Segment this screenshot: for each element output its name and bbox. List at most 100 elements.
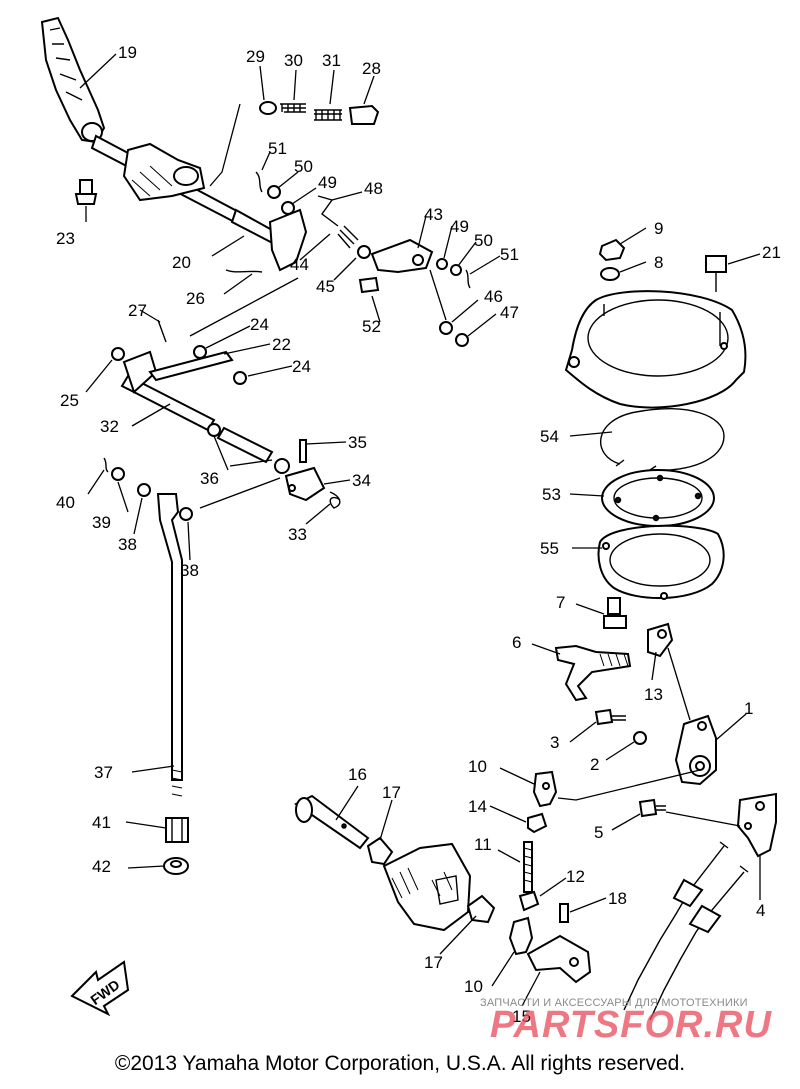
part-label-12: 12	[566, 867, 585, 886]
part-label-29: 29	[246, 47, 265, 66]
washer-8	[600, 267, 620, 281]
part-label-3: 3	[550, 733, 559, 752]
watermark-subtitle: ЗАПЧАСТИ И АКСЕССУАРЫ ДЛЯ МОТОТЕХНИКИ	[480, 997, 748, 1009]
part-label-27: 27	[128, 301, 147, 320]
nut-14	[527, 812, 548, 834]
part-label-42: 42	[92, 857, 111, 876]
part-label-13: 13	[644, 685, 663, 704]
part-label-21: 21	[762, 243, 781, 262]
part-label-38-right: 38	[180, 561, 199, 580]
part-label-23: 23	[56, 229, 75, 248]
watermark-brand: PARTSFOR.RU	[490, 1004, 772, 1046]
part-label-30: 30	[284, 51, 303, 70]
part-label-46: 46	[484, 287, 503, 306]
pin-18	[559, 903, 569, 923]
part-label-15: 15	[512, 1007, 531, 1026]
part-label-4: 4	[756, 901, 765, 920]
part-label-11: 11	[474, 835, 492, 854]
part-label-14: 14	[468, 797, 487, 816]
part-label-48: 48	[364, 179, 383, 198]
leader-lines	[79, 53, 761, 1007]
part-label-5: 5	[594, 823, 603, 842]
part-label-17-lower: 17	[424, 953, 443, 972]
linkage-34	[207, 423, 341, 509]
lever-1	[674, 714, 717, 786]
fwd-arrow-icon: FWD	[70, 960, 130, 1017]
part-label-35: 35	[348, 433, 367, 452]
part-label-31: 31	[322, 51, 341, 70]
part-label-43: 43	[424, 205, 443, 224]
part-label-20: 20	[172, 253, 191, 272]
lever-15	[526, 934, 592, 984]
part-label-39: 39	[92, 513, 111, 532]
part-label-25: 25	[60, 391, 79, 410]
nut-12	[518, 890, 540, 912]
rod-6	[554, 644, 632, 702]
clip-13	[647, 622, 674, 658]
part-label-7: 7	[556, 593, 565, 612]
bolt-21	[705, 255, 727, 292]
link-10-lower	[508, 916, 534, 956]
part-label-9: 9	[654, 219, 663, 238]
part-label-40: 40	[56, 493, 75, 512]
stud-11	[523, 841, 533, 893]
part-label-26: 26	[186, 289, 205, 308]
bracket-4	[736, 792, 777, 858]
part-label-37: 37	[94, 763, 113, 782]
link-parts-upper	[225, 171, 471, 347]
housing-ring	[564, 290, 747, 409]
shaft-16	[294, 794, 370, 850]
part-label-33: 33	[288, 525, 307, 544]
part-label-53: 53	[542, 485, 561, 504]
part-label-32: 32	[100, 417, 119, 436]
part-label-44: 44	[290, 255, 309, 274]
part-label-49-upper: 49	[318, 173, 337, 192]
parts-28-31	[259, 101, 380, 125]
part-label-41: 41	[92, 813, 111, 832]
part-label-51-upper: 51	[268, 139, 287, 158]
copyright-notice: ©2013 Yamaha Motor Corporation, U.S.A. A…	[114, 1052, 686, 1075]
link-10-upper	[532, 770, 558, 808]
part-label-45: 45	[316, 277, 335, 296]
part-label-10-lower: 10	[464, 977, 483, 996]
washer-42	[163, 857, 189, 875]
nut-9	[598, 238, 626, 262]
nut-41	[165, 817, 189, 843]
part-label-38-left: 38	[118, 535, 137, 554]
bolt-5	[638, 798, 666, 818]
part-label-36: 36	[200, 469, 219, 488]
plate-55	[597, 524, 725, 600]
lever-arm-19	[40, 16, 106, 144]
bolt-7	[603, 597, 627, 629]
part-number-labels: 1 2 3 4 5 6 7 8 9 10 10 11 12 13 14 15 1…	[56, 43, 781, 1026]
bracket-housing	[382, 842, 472, 932]
bolt-23	[74, 179, 98, 205]
part-label-17-upper: 17	[382, 783, 401, 802]
part-label-16: 16	[348, 765, 367, 784]
shaft-20	[90, 134, 308, 272]
part-label-50-upper: 50	[294, 157, 313, 176]
washer-2	[633, 731, 647, 745]
part-label-10-upper: 10	[468, 757, 487, 776]
control-cables	[623, 841, 749, 1021]
shaft-32	[111, 319, 247, 432]
part-label-55: 55	[540, 539, 559, 558]
bushing-17-upper	[366, 836, 394, 866]
rod-37	[103, 457, 193, 797]
part-label-47: 47	[500, 303, 519, 322]
part-label-34: 34	[352, 471, 371, 490]
part-label-18: 18	[608, 889, 627, 908]
part-label-24-upper: 24	[250, 315, 269, 334]
part-label-49-lower: 49	[450, 217, 469, 236]
part-label-52: 52	[362, 317, 381, 336]
part-label-24-lower: 24	[292, 357, 311, 376]
bushing-17-lower	[466, 894, 496, 924]
part-label-8: 8	[654, 253, 663, 272]
part-label-28: 28	[362, 59, 381, 78]
part-label-6: 6	[512, 633, 521, 652]
part-label-54: 54	[540, 427, 559, 446]
part-label-19: 19	[118, 43, 137, 62]
part-drawings: FWD	[40, 16, 777, 1021]
bolt-3	[594, 708, 626, 726]
